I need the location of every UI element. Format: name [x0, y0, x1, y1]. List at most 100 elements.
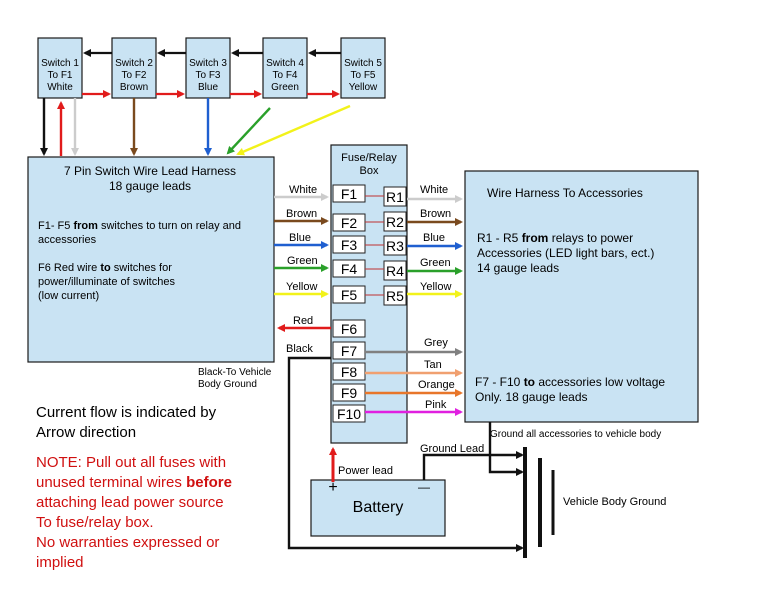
fuse-f8-label: F8 — [341, 364, 358, 380]
left-wire-label-white: White — [289, 184, 317, 196]
black-ground-label-2: Body Ground — [198, 379, 257, 390]
harness-desc-line-5: (low current) — [38, 290, 99, 302]
left-wire-label-red: Red — [293, 315, 313, 327]
switch-5-label1: Switch 5 — [344, 58, 382, 69]
right-wire-label-tan: Tan — [424, 359, 442, 371]
fusebox-title-2: Box — [360, 165, 379, 177]
fuse-f2-label: F2 — [341, 215, 358, 231]
harness-desc-line-3: F6 Red wire to switches for — [38, 262, 172, 274]
switch-2: Switch 2 To F2 Brown — [111, 37, 157, 99]
note-line-6: implied — [36, 554, 84, 571]
fuse-f6-label: F6 — [341, 321, 358, 337]
switch-4-label3: Green — [271, 82, 299, 93]
fuse-f5-label: F5 — [341, 287, 358, 303]
left-wire-label-green: Green — [287, 255, 318, 267]
ground-lead-label: Ground Lead — [420, 443, 484, 455]
switch-3-label3: Blue — [198, 82, 218, 93]
note-line-4: To fuse/relay box. — [36, 514, 154, 531]
ground-lead-wire — [422, 451, 524, 480]
harness-desc-line-2: accessories — [38, 234, 97, 246]
note-line-1: NOTE: Pull out all fuses with — [36, 454, 226, 471]
note-line-5: No warranties expressed or — [36, 534, 219, 551]
relays: R1 R2 R3 R4 R5 — [383, 186, 407, 306]
relay-r4-label: R4 — [386, 263, 404, 279]
relay-r3-label: R3 — [386, 238, 404, 254]
switch-harness-box: 7 Pin Switch Wire Lead Harness 18 gauge … — [27, 156, 275, 363]
fuse-f7-label: F7 — [341, 343, 358, 359]
switch-5: Switch 5 To F5 Yellow — [340, 37, 386, 99]
harness-desc-line-1: F1- F5 from switches to turn on relay an… — [38, 220, 241, 232]
left-wire-label-black: Black — [286, 343, 313, 355]
right-wire-label-orange: Orange — [418, 379, 455, 391]
switch-2-label3: Brown — [120, 82, 148, 93]
accessories-title: Wire Harness To Accessories — [487, 186, 643, 200]
right-wire-label-green: Green — [420, 257, 451, 269]
note-line-2: unused terminal wires before — [36, 474, 232, 491]
right-wire-label-blue: Blue — [423, 232, 445, 244]
fuse-f3-label: F3 — [341, 237, 358, 253]
left-wire-label-brown: Brown — [286, 208, 317, 220]
black-ground-wire — [287, 356, 524, 552]
vehicle-ground-label: Vehicle Body Ground — [563, 496, 666, 508]
switch-4-label2: To F4 — [272, 70, 297, 81]
switch-1-label3: White — [47, 82, 73, 93]
relay-r1-label: R1 — [386, 189, 404, 205]
accessories-line-5: Only. 18 gauge leads — [475, 390, 588, 404]
switch-1-label2: To F1 — [47, 70, 72, 81]
switch-2-label1: Switch 2 — [115, 58, 153, 69]
fuse-relay-links — [365, 195, 384, 296]
switch-3: Switch 3 To F3 Blue — [185, 37, 231, 99]
current-flow-line-1: Current flow is indicated by — [36, 404, 217, 421]
harness-desc-line-4: power/illuminate of switches — [38, 276, 175, 288]
fuse-f10-label: F10 — [337, 406, 361, 422]
fusebox-title-1: Fuse/Relay — [341, 152, 397, 164]
right-wires — [365, 195, 463, 416]
switch-harness-wires — [40, 98, 351, 156]
battery: Battery + — — [310, 479, 446, 537]
accessories-line-1: R1 - R5 from relays to power — [477, 231, 633, 245]
battery-label: Battery — [353, 499, 404, 516]
black-ground-label-1: Black-To Vehicle — [198, 367, 272, 378]
switch-1-label1: Switch 1 — [41, 58, 79, 69]
right-wire-label-white: White — [420, 184, 448, 196]
battery-minus: — — [418, 480, 430, 494]
relay-r5-label: R5 — [386, 288, 404, 304]
left-wires — [274, 193, 331, 332]
switch-5-label2: To F5 — [350, 70, 375, 81]
vehicle-ground-symbol — [523, 447, 555, 558]
switch-3-label2: To F3 — [195, 70, 220, 81]
note-line-3: attaching lead power source — [36, 494, 224, 511]
left-wire-label-blue: Blue — [289, 232, 311, 244]
switch-4-label1: Switch 4 — [266, 58, 304, 69]
right-wire-label-grey: Grey — [424, 337, 448, 349]
accessories-ground-wire — [488, 422, 524, 476]
current-flow-line-2: Arrow direction — [36, 424, 136, 441]
fuse-f4-label: F4 — [341, 261, 358, 277]
harness-title-1: 7 Pin Switch Wire Lead Harness — [64, 164, 236, 178]
right-wire-labels: White Brown Blue Green Yellow Grey Tan O… — [418, 184, 455, 411]
left-wire-label-yellow: Yellow — [286, 281, 317, 293]
switch-1: Switch 1 To F1 White — [37, 37, 83, 99]
ground-accessories-label: Ground all accessories to vehicle body — [490, 429, 661, 440]
relay-r2-label: R2 — [386, 214, 404, 230]
switch-5-label3: Yellow — [349, 82, 378, 93]
right-wire-label-brown: Brown — [420, 208, 451, 220]
warning-note: NOTE: Pull out all fuses with unused ter… — [36, 454, 232, 571]
accessories-line-3: 14 gauge leads — [477, 261, 559, 275]
fuse-f9-label: F9 — [341, 385, 358, 401]
switch-2-label2: To F2 — [121, 70, 146, 81]
switch-4: Switch 4 To F4 Green — [262, 37, 308, 99]
left-wire-labels: White Brown Blue Green Yellow Red Black — [286, 184, 318, 355]
fuse-f1-label: F1 — [341, 186, 358, 202]
battery-plus: + — [328, 479, 337, 496]
fuses: F1 F2 F3 F4 F5 F6 F7 F8 F9 F10 — [332, 184, 366, 423]
power-lead-label: Power lead — [338, 465, 393, 477]
switch-3-label1: Switch 3 — [189, 58, 227, 69]
right-wire-label-yellow: Yellow — [420, 281, 451, 293]
accessories-line-2: Accessories (LED light bars, ect.) — [477, 246, 654, 260]
right-wire-label-pink: Pink — [425, 399, 447, 411]
accessories-line-4: F7 - F10 to accessories low voltage — [475, 375, 665, 389]
accessories-box: Wire Harness To Accessories R1 - R5 from… — [464, 170, 699, 423]
harness-title-2: 18 gauge leads — [109, 179, 191, 193]
